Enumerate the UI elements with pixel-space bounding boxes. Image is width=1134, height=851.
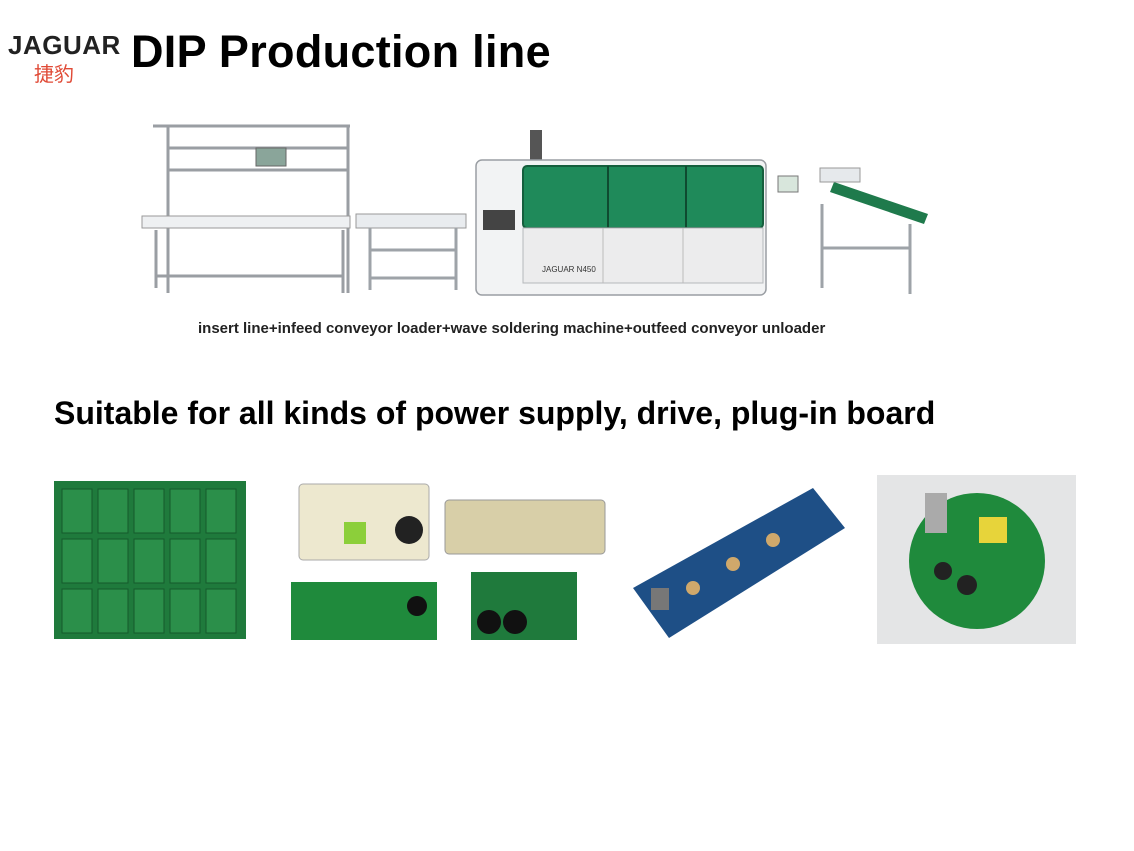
page-title: DIP Production line [131,26,551,77]
brand-logo-chinese: 捷豹 [34,64,74,86]
pcb-image-3 [633,488,845,638]
machine-label: JAGUAR N450 [542,265,596,274]
production-line-image: JAGUAR N450 [141,124,928,296]
pcb-image-4 [877,475,1076,644]
insert-line-workbench [153,124,350,293]
applications-heading: Suitable for all kinds of power supply, … [54,395,936,431]
outfeed-conveyor [819,167,928,294]
infeed-conveyor [355,213,467,290]
brand-logo-text: JAGUAR [8,30,121,60]
wave-soldering-machine: JAGUAR N450 [475,130,767,296]
production-line-caption: insert line+infeed conveyor loader+wave … [198,320,826,337]
pcb-image-2 [291,483,606,640]
pcb-image-1 [54,481,246,639]
